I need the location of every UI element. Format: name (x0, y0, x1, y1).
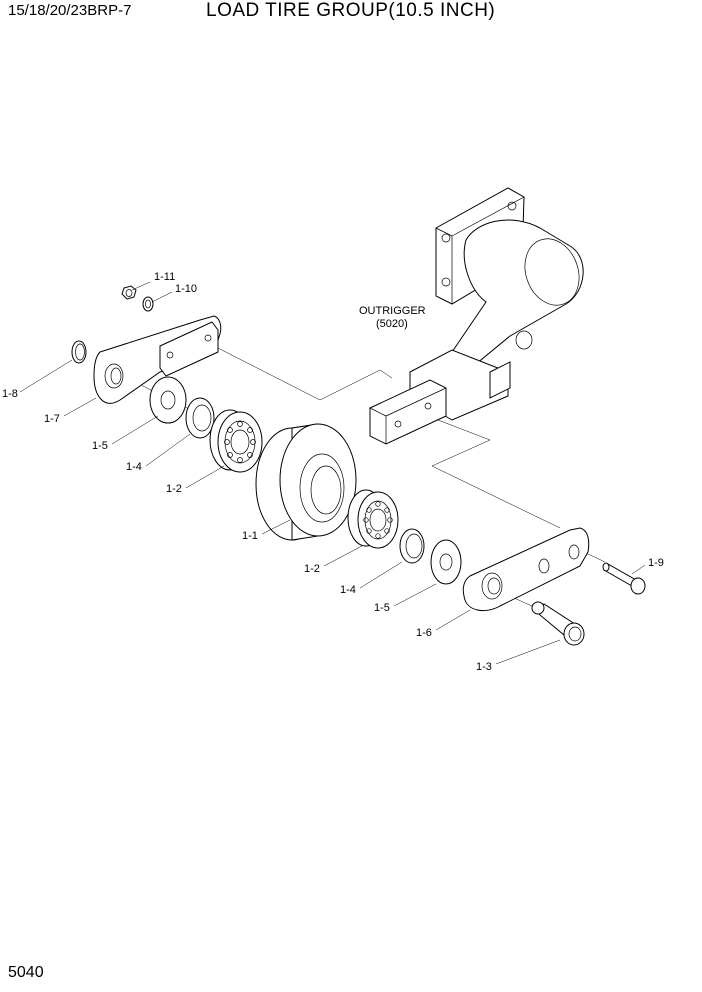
right-plate-part (462, 527, 590, 612)
outrigger-assembly (369, 187, 584, 445)
callout-1-5-left: 1-5 (92, 440, 108, 452)
callout-1-9: 1-9 (648, 557, 664, 569)
load-tire-part (255, 423, 357, 541)
callout-1-8: 1-8 (2, 388, 18, 400)
callout-1-4-left: 1-4 (126, 461, 142, 473)
page-number: 5040 (8, 964, 44, 981)
callout-1-4-right: 1-4 (340, 584, 356, 596)
outrigger-label: OUTRIGGER (359, 305, 426, 317)
callout-1-7: 1-7 (44, 413, 60, 425)
callout-1-1: 1-1 (242, 530, 258, 542)
callout-1-10: 1-10 (175, 283, 197, 295)
small-washer-part (142, 296, 154, 312)
spacer-ring-left-part (185, 397, 215, 439)
callout-leaders (19, 281, 646, 665)
snap-ring-part (71, 340, 87, 364)
callout-1-5-right: 1-5 (374, 602, 390, 614)
thrust-washer-left-part (149, 376, 187, 424)
nut-part (121, 285, 137, 300)
outrigger-reference: (5020) (376, 318, 408, 330)
model-number: 15/18/20/23BRP-7 (8, 2, 132, 19)
pin-part (531, 601, 585, 646)
callout-1-11: 1-11 (154, 271, 175, 283)
bolt-part (602, 562, 646, 595)
bearing-left-part (209, 409, 263, 473)
callout-1-6: 1-6 (416, 627, 432, 639)
thrust-washer-right-part (430, 539, 462, 585)
bearing-right-part (347, 489, 399, 549)
callout-1-3: 1-3 (476, 661, 492, 673)
spacer-ring-right-part (399, 528, 425, 564)
callout-1-2-left: 1-2 (166, 483, 182, 495)
page-title: LOAD TIRE GROUP(10.5 INCH) (206, 0, 496, 21)
callout-1-2-right: 1-2 (304, 563, 320, 575)
left-plate-part (93, 315, 222, 404)
